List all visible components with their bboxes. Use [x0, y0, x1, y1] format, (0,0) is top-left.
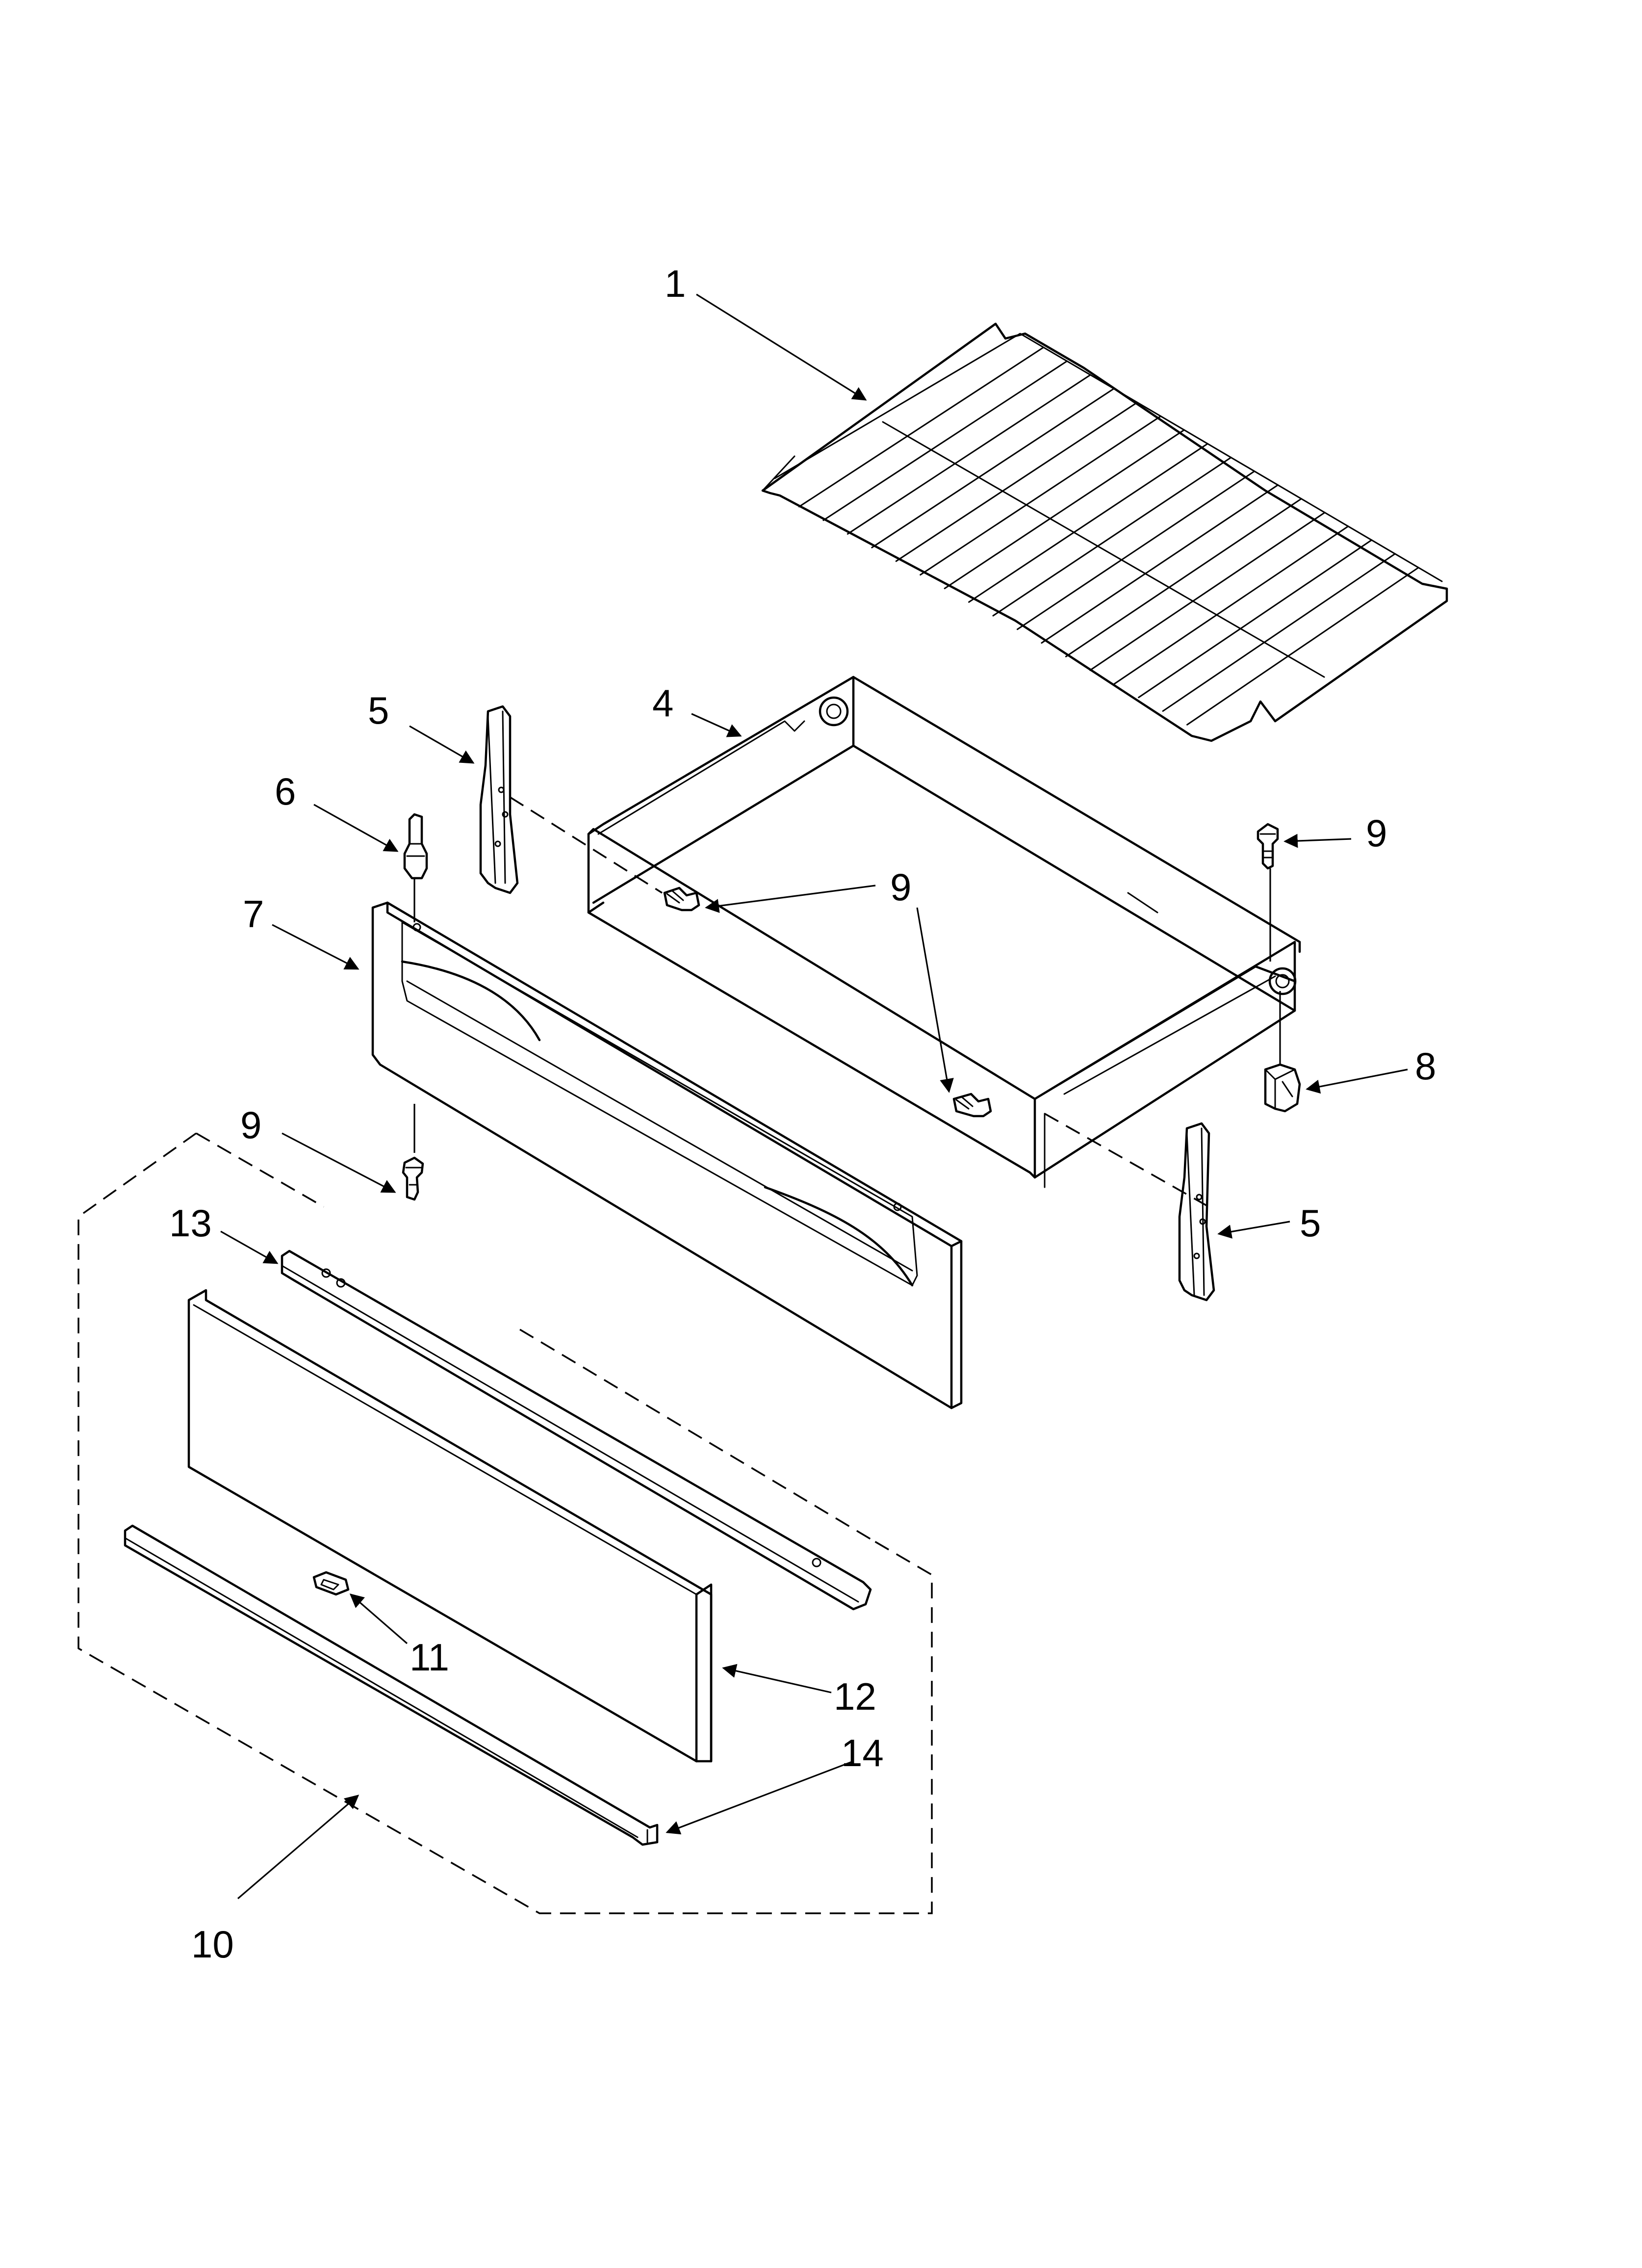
drawer-front-panel — [371, 901, 963, 1409]
rack-wire — [992, 457, 1232, 617]
callout-9-panel: 9 — [240, 1103, 261, 1147]
rack-wire — [944, 429, 1185, 589]
screw-tray-right — [952, 1093, 992, 1118]
rack-wire — [822, 360, 1068, 521]
leader-9d — [282, 1132, 396, 1193]
drawer-front-assembly-boundary — [77, 1132, 933, 1914]
rack-wire — [1186, 567, 1419, 726]
screw-tray-left — [663, 886, 700, 912]
drawer-box — [587, 676, 1301, 1188]
push-pin — [403, 813, 428, 880]
leader-5a — [409, 725, 475, 764]
rack-wire — [1065, 498, 1302, 657]
callout-14: 14 — [841, 1731, 884, 1774]
rack-wire — [1113, 525, 1349, 685]
rack-wire — [1138, 539, 1373, 699]
callout-9-top-right: 9 — [1366, 811, 1387, 855]
rack-wire — [1162, 553, 1396, 712]
rack-wire — [895, 401, 1138, 562]
slide-clip — [1264, 1063, 1301, 1113]
leader-9b — [916, 907, 954, 1093]
assembly-boundary-mid — [519, 1329, 873, 1541]
leader-7 — [272, 924, 359, 970]
callout-7: 7 — [243, 892, 264, 936]
panel-trim-strip — [281, 1250, 872, 1611]
rack-wire — [968, 443, 1208, 603]
bottom-trim — [124, 1524, 659, 1846]
callout-5-right: 5 — [1300, 1201, 1321, 1245]
rack-grid — [761, 322, 1448, 742]
rack-wire — [1089, 512, 1326, 671]
rack-wire — [1041, 484, 1279, 644]
logo-badge — [312, 1571, 350, 1596]
rack-wire — [920, 415, 1162, 576]
callout-11: 11 — [410, 1636, 449, 1679]
assembly-boundary-top — [196, 1132, 324, 1208]
drawer-slide-left — [479, 705, 519, 894]
screw-top-right — [1257, 823, 1279, 870]
rack-wire — [798, 346, 1045, 508]
hidden-line-left-slide — [510, 796, 663, 894]
leader-5b — [1217, 1221, 1290, 1239]
callout-10: 10 — [191, 1923, 234, 1966]
front-panel — [187, 1289, 713, 1763]
callout-1: 1 — [665, 262, 686, 305]
hidden-line-right-slide — [1044, 1113, 1209, 1208]
leader-12 — [722, 1664, 832, 1694]
leader-11 — [349, 1593, 408, 1644]
callout-8: 8 — [1415, 1044, 1436, 1088]
drawer-slide-right — [1178, 1122, 1215, 1302]
callout-6: 6 — [275, 770, 296, 813]
callout-5-left: 5 — [368, 689, 389, 732]
leader-6 — [313, 804, 399, 852]
rack-wire — [847, 374, 1091, 535]
rack-wire — [1016, 470, 1256, 630]
leader-14 — [666, 1760, 854, 1835]
callout-12: 12 — [834, 1675, 876, 1718]
rack-wire — [871, 388, 1115, 548]
callout-13: 13 — [169, 1201, 212, 1245]
leader-9a — [705, 885, 876, 913]
screw-panel — [402, 1156, 424, 1201]
leader-13 — [220, 1230, 279, 1264]
leader-10 — [237, 1795, 359, 1900]
leader-1 — [696, 293, 867, 401]
leader-4 — [691, 713, 742, 737]
callout-9-tray: 9 — [890, 865, 911, 909]
leader-9c — [1283, 834, 1352, 848]
callout-4: 4 — [652, 681, 673, 725]
leader-8 — [1306, 1069, 1408, 1094]
